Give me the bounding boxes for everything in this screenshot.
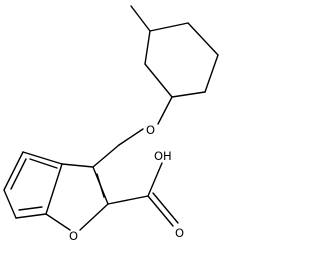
carboxyl-oh-bond (147, 162, 163, 197)
c3-c2-double-bond (96, 173, 105, 198)
furan-ring (45, 163, 109, 231)
o-c7a-bond (45, 213, 71, 231)
aromatic-double-bond (18, 206, 43, 211)
c3-c3a-bond (61, 163, 94, 168)
carboxyl-double-bond (147, 195, 174, 227)
c2-o-bond (79, 203, 109, 231)
ring-bond (3, 151, 24, 191)
ether-bond-methylene (118, 128, 144, 146)
aromatic-double-bond (29, 158, 58, 169)
ring-bond (3, 189, 17, 219)
ether-oxygen-label: O (146, 123, 155, 137)
ring-bond (171, 91, 206, 98)
methylene-bond (92, 144, 120, 168)
ring-bond (149, 22, 189, 32)
acid-oxygen-label: O (175, 226, 184, 240)
c2-carboxyl-bond (107, 195, 149, 205)
cyclohexane-ring (144, 22, 219, 98)
chemical-structure-diagram: O O OH O (3, 5, 219, 243)
furan-oxygen-label: O (69, 229, 78, 243)
ring-bond (45, 163, 63, 215)
ring-bond (22, 151, 63, 165)
ring-bond (144, 63, 173, 98)
carboxylic-acid-group (107, 162, 179, 227)
ring-bond (15, 213, 47, 219)
ring-bond (187, 22, 219, 56)
hydroxyl-label: OH (154, 149, 172, 163)
methyl-bond (130, 5, 151, 32)
ring-bond (144, 30, 151, 65)
benzene-ring (3, 151, 63, 219)
aromatic-double-bond (10, 158, 27, 190)
ether-bond-ring (157, 96, 173, 125)
carboxyl-double-bond (152, 192, 179, 224)
ring-bond (204, 54, 219, 93)
